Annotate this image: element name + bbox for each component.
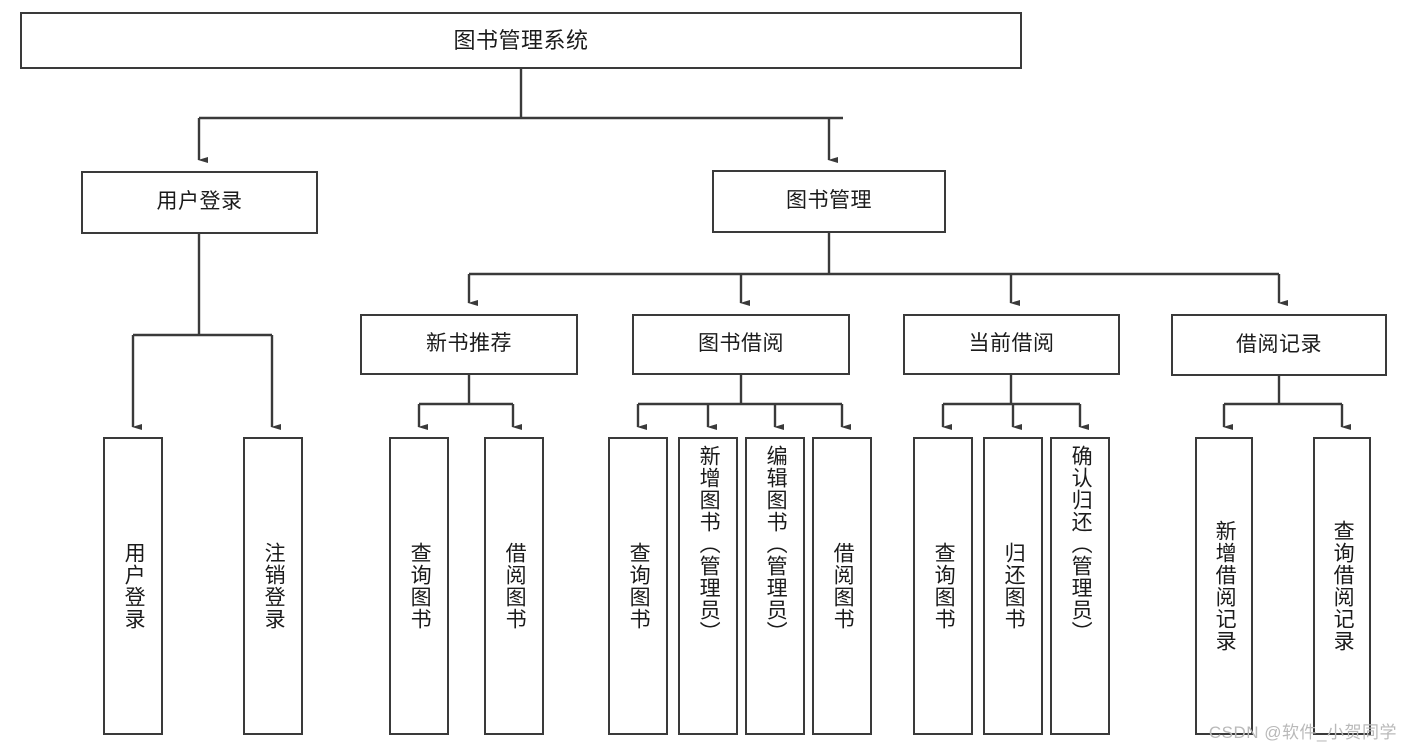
leaf-user-login-login[interactable]: 用户登录 <box>103 437 163 735</box>
leaf-current-borrow-query-book[interactable]: 查询图书 <box>913 437 973 735</box>
node-borrow-record[interactable]: 借阅记录 <box>1171 314 1387 376</box>
node-label: 查询图书 <box>408 542 432 630</box>
leaf-new-book-query-book[interactable]: 查询图书 <box>389 437 449 735</box>
node-label: 归还图书 <box>1002 542 1026 630</box>
node-label: 编辑图书（管理员） <box>764 445 788 643</box>
node-label: 用户登录 <box>156 190 243 214</box>
leaf-book-borrow-add-book-admin[interactable]: 新增图书（管理员） <box>678 437 738 735</box>
leaf-new-book-borrow-book[interactable]: 借阅图书 <box>484 437 544 735</box>
node-label: 新增借阅记录 <box>1213 520 1237 652</box>
node-label: 注销登录 <box>262 542 286 630</box>
leaf-user-login-logout[interactable]: 注销登录 <box>243 437 303 735</box>
node-label: 新增图书（管理员） <box>697 445 721 643</box>
node-label: 查询借阅记录 <box>1331 520 1355 652</box>
node-label: 查询图书 <box>932 542 956 630</box>
node-label: 确认归还（管理员） <box>1069 445 1093 643</box>
node-label: 新书推荐 <box>426 332 512 356</box>
node-label: 图书借阅 <box>698 332 784 356</box>
node-label: 查询图书 <box>627 542 651 630</box>
node-new-book-recommend[interactable]: 新书推荐 <box>360 314 578 375</box>
node-label: 图书管理系统 <box>453 27 589 53</box>
leaf-current-borrow-confirm-return-admin[interactable]: 确认归还（管理员） <box>1050 437 1110 735</box>
leaf-book-borrow-edit-book-admin[interactable]: 编辑图书（管理员） <box>745 437 805 735</box>
node-label: 借阅记录 <box>1236 332 1322 356</box>
node-book-borrow[interactable]: 图书借阅 <box>632 314 850 375</box>
node-label: 借阅图书 <box>831 542 855 630</box>
leaf-borrow-record-add-record[interactable]: 新增借阅记录 <box>1195 437 1253 735</box>
leaf-borrow-record-query-record[interactable]: 查询借阅记录 <box>1313 437 1371 735</box>
node-label: 借阅图书 <box>503 542 527 630</box>
node-root-book-management-system[interactable]: 图书管理系统 <box>20 12 1022 69</box>
leaf-book-borrow-query-book[interactable]: 查询图书 <box>608 437 668 735</box>
leaf-current-borrow-return-book[interactable]: 归还图书 <box>983 437 1043 735</box>
node-book-management[interactable]: 图书管理 <box>712 170 946 233</box>
node-label: 图书管理 <box>786 189 872 213</box>
node-current-borrow[interactable]: 当前借阅 <box>903 314 1120 375</box>
node-label: 当前借阅 <box>968 332 1055 356</box>
csdn-watermark: CSDN @软件_小贺同学 <box>1208 723 1397 742</box>
node-user-login[interactable]: 用户登录 <box>81 171 318 234</box>
node-label: 用户登录 <box>122 542 146 630</box>
leaf-book-borrow-borrow-book[interactable]: 借阅图书 <box>812 437 872 735</box>
